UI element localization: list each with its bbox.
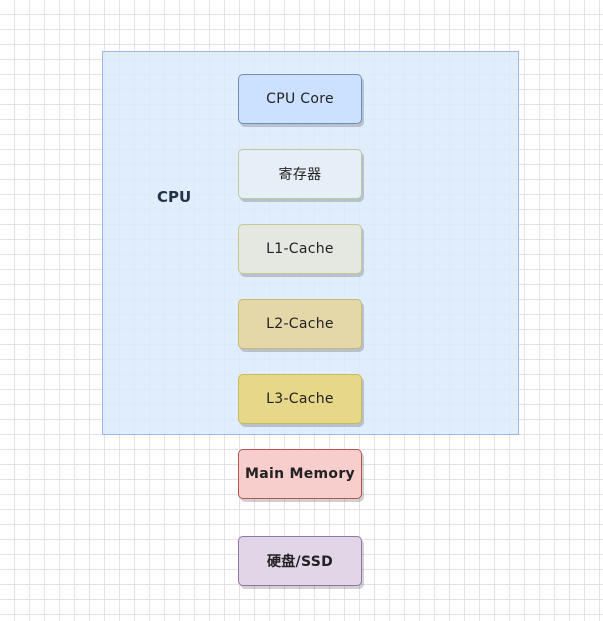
l3-cache-label: L3-Cache [266, 391, 334, 407]
main-memory-label: Main Memory [245, 466, 355, 482]
l2-cache-label: L2-Cache [266, 316, 334, 332]
l1-cache-label: L1-Cache [266, 241, 334, 257]
main-memory-box: Main Memory [238, 449, 362, 499]
register-label: 寄存器 [278, 167, 322, 183]
l2-cache-box: L2-Cache [238, 299, 362, 349]
l3-cache-box: L3-Cache [238, 374, 362, 424]
disk-ssd-box: 硬盘/SSD [238, 536, 362, 586]
cpu-core-box: CPU Core [238, 74, 362, 124]
register-box: 寄存器 [238, 149, 362, 199]
cpu-core-label: CPU Core [266, 91, 334, 107]
disk-ssd-label: 硬盘/SSD [266, 554, 334, 570]
cpu-group-label: CPU [157, 188, 192, 206]
l1-cache-box: L1-Cache [238, 224, 362, 274]
